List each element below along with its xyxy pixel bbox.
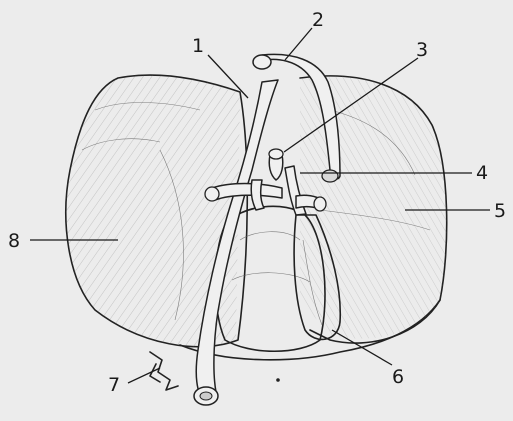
label-4: 4 bbox=[476, 162, 488, 184]
label-7: 7 bbox=[108, 374, 120, 396]
leader-2 bbox=[285, 28, 312, 60]
leader-7 bbox=[128, 368, 160, 383]
label-3: 3 bbox=[416, 39, 428, 61]
label-6: 6 bbox=[392, 366, 404, 388]
speck bbox=[276, 378, 280, 382]
label-8: 8 bbox=[8, 230, 20, 252]
label-1: 1 bbox=[192, 35, 204, 57]
label-5: 5 bbox=[494, 200, 506, 222]
label-2: 2 bbox=[312, 9, 324, 31]
